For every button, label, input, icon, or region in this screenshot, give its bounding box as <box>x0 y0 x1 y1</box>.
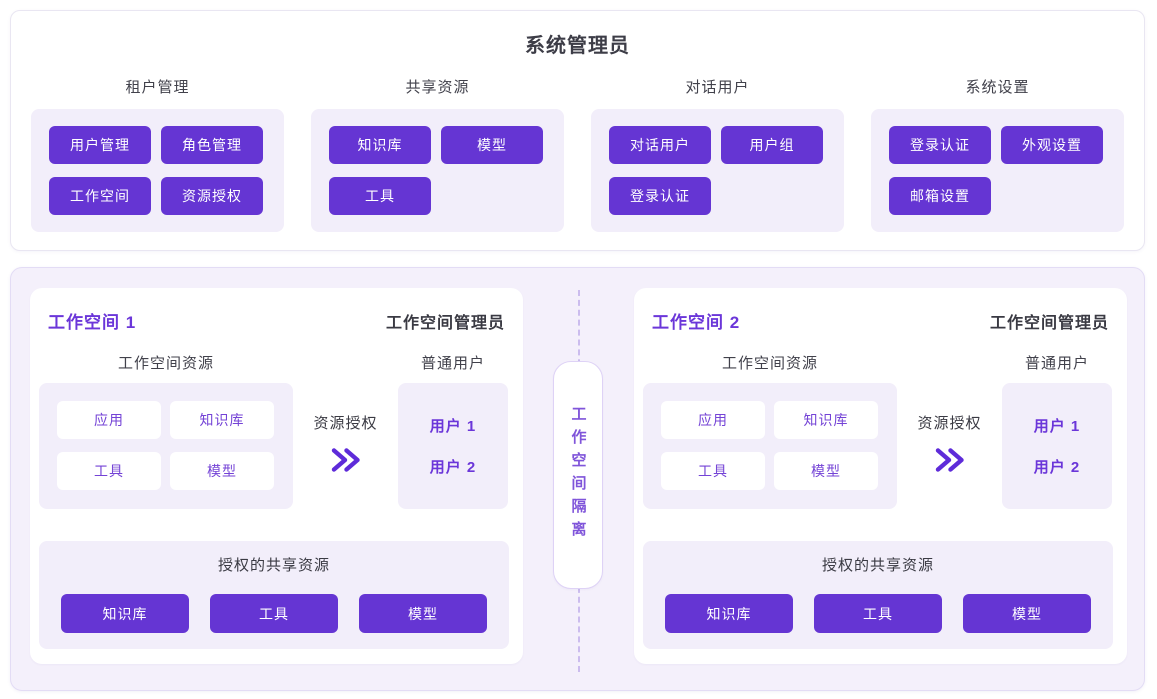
resource-chip: 知识库 <box>170 401 274 439</box>
authorized-shared-label: 授权的共享资源 <box>217 557 330 574</box>
feature-chip: 资源授权 <box>161 177 263 215</box>
feature-chip: 用户管理 <box>49 126 151 164</box>
system-admin-section: 系统管理员 租户管理 用户管理 角色管理 工作空间 资源授权 共享资源 知识库 … <box>10 10 1145 251</box>
user-item: 用户 1 <box>1033 418 1081 435</box>
group-label: 对话用户 <box>685 79 750 96</box>
workspace-resources-label: 工作空间资源 <box>721 355 818 372</box>
system-admin-title: 系统管理员 <box>525 35 630 57</box>
normal-users-label: 普通用户 <box>1024 355 1089 372</box>
resource-chip: 应用 <box>661 401 765 439</box>
group-panel: 知识库 模型 工具 <box>311 109 564 232</box>
shared-chip: 模型 <box>359 594 487 633</box>
user-item: 用户 1 <box>429 418 477 435</box>
shared-chips-row: 知识库 工具 模型 <box>39 594 509 633</box>
feature-chip: 用户组 <box>721 126 823 164</box>
feature-chip: 登录认证 <box>889 126 991 164</box>
feature-chip: 模型 <box>441 126 543 164</box>
admin-group-system-settings: 系统设置 登录认证 外观设置 邮箱设置 <box>871 76 1124 232</box>
workspace-title: 工作空间 2 <box>652 313 741 332</box>
resource-auth-label: 资源授权 <box>313 415 378 432</box>
workspaces-section: 工作空间 1 工作空间管理员 工作空间资源 应用 知识库 工具 模型 资源授权 … <box>10 267 1145 691</box>
shared-chip: 工具 <box>210 594 338 633</box>
resource-chip: 应用 <box>57 401 161 439</box>
authorized-shared-panel: 授权的共享资源 知识库 工具 模型 <box>643 541 1113 649</box>
resource-chip: 知识库 <box>774 401 878 439</box>
group-panel: 对话用户 用户组 登录认证 <box>591 109 844 232</box>
feature-chip: 知识库 <box>329 126 431 164</box>
shared-chip: 知识库 <box>665 594 793 633</box>
feature-chip: 邮箱设置 <box>889 177 991 215</box>
shared-chip: 知识库 <box>61 594 189 633</box>
double-chevron-icon <box>897 446 1002 479</box>
resource-chip: 模型 <box>774 452 878 490</box>
workspace-resources-label: 工作空间资源 <box>117 355 214 372</box>
group-panel: 登录认证 外观设置 邮箱设置 <box>871 109 1124 232</box>
authorized-shared-panel: 授权的共享资源 知识库 工具 模型 <box>39 541 509 649</box>
admin-group-shared-resources: 共享资源 知识库 模型 工具 <box>311 76 564 232</box>
workspace-title: 工作空间 1 <box>48 313 137 332</box>
workspace-admin-label: 工作空间管理员 <box>989 315 1109 332</box>
feature-chip: 登录认证 <box>609 177 711 215</box>
normal-users-label: 普通用户 <box>420 355 485 372</box>
users-panel: 用户 1 用户 2 <box>398 383 508 509</box>
resource-chip: 模型 <box>170 452 274 490</box>
double-chevron-icon <box>293 446 398 479</box>
shared-chip: 工具 <box>814 594 942 633</box>
group-label: 租户管理 <box>125 79 190 96</box>
shared-chips-row: 知识库 工具 模型 <box>643 594 1113 633</box>
resource-chip: 工具 <box>661 452 765 490</box>
admin-group-tenant-management: 租户管理 用户管理 角色管理 工作空间 资源授权 <box>31 76 284 232</box>
shared-chip: 模型 <box>963 594 1091 633</box>
workspace-card-2: 工作空间 2 工作空间管理员 工作空间资源 应用 知识库 工具 模型 资源授权 … <box>634 288 1127 664</box>
workspace-admin-label: 工作空间管理员 <box>385 315 505 332</box>
feature-chip: 外观设置 <box>1001 126 1103 164</box>
feature-chip: 工作空间 <box>49 177 151 215</box>
feature-chip: 对话用户 <box>609 126 711 164</box>
workspace-resources-panel: 应用 知识库 工具 模型 <box>643 383 897 509</box>
user-item: 用户 2 <box>429 459 477 476</box>
feature-chip: 角色管理 <box>161 126 263 164</box>
resource-auth-label: 资源授权 <box>917 415 982 432</box>
admin-group-chat-users: 对话用户 对话用户 用户组 登录认证 <box>591 76 844 232</box>
isolation-pill: 工作空间隔离 <box>553 361 603 589</box>
feature-chip: 工具 <box>329 177 431 215</box>
users-panel: 用户 1 用户 2 <box>1002 383 1112 509</box>
group-panel: 用户管理 角色管理 工作空间 资源授权 <box>31 109 284 232</box>
group-label: 共享资源 <box>405 79 470 96</box>
workspace-card-1: 工作空间 1 工作空间管理员 工作空间资源 应用 知识库 工具 模型 资源授权 … <box>30 288 523 664</box>
authorized-shared-label: 授权的共享资源 <box>821 557 934 574</box>
isolation-label: 工作空间隔离 <box>569 406 587 544</box>
workspace-resources-panel: 应用 知识库 工具 模型 <box>39 383 293 509</box>
resource-chip: 工具 <box>57 452 161 490</box>
group-label: 系统设置 <box>965 79 1030 96</box>
admin-groups-row: 租户管理 用户管理 角色管理 工作空间 资源授权 共享资源 知识库 模型 工具 … <box>31 76 1124 232</box>
user-item: 用户 2 <box>1033 459 1081 476</box>
